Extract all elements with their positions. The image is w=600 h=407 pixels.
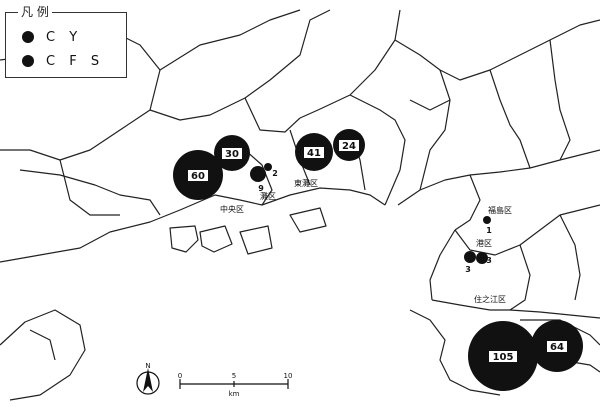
scale-unit: km	[229, 390, 240, 398]
legend-dot-icon	[22, 55, 34, 67]
scale-tick-0: 0	[178, 372, 182, 380]
legend-label-cy: C Y	[46, 29, 83, 45]
scale-labels: 0 5 10 km	[178, 372, 293, 398]
district-chuo: 中央区	[220, 204, 244, 214]
district-fukushima: 福島区	[488, 205, 512, 215]
circle-2	[264, 163, 272, 171]
label-30: 30	[225, 149, 239, 160]
scale-tick-5: 5	[232, 372, 236, 380]
label-64: 64	[550, 342, 564, 353]
legend-dot-icon	[22, 31, 34, 43]
legend-box: 凡 例 C Y C F S	[5, 4, 127, 78]
district-higashinada: 東灘区	[294, 178, 318, 188]
district-labels: 中央区 灘区 東灘区 福島区 港区 住之江区	[220, 178, 512, 304]
legend-item-cy: C Y	[22, 29, 82, 45]
label-60: 60	[191, 171, 205, 182]
district-suminoe: 住之江区	[474, 294, 506, 304]
scale-tick-10: 10	[284, 372, 293, 380]
north-arrow-needle	[143, 368, 153, 392]
label-2: 2	[272, 169, 278, 178]
district-minato: 港区	[476, 238, 492, 248]
circle-labels: 60 30 9 2 41 24 1 3 3 105 64	[188, 140, 567, 363]
symbol-circles	[173, 129, 583, 391]
legend-title: 凡 例	[18, 4, 52, 20]
label-41: 41	[307, 148, 321, 159]
north-label: N	[145, 362, 150, 370]
scale-bar	[179, 379, 289, 389]
circle-3a	[464, 251, 476, 263]
label-1: 1	[486, 226, 492, 235]
district-nada: 灘区	[260, 191, 276, 201]
label-105: 105	[493, 352, 514, 363]
circle-1	[483, 216, 491, 224]
label-3b: 3	[486, 256, 492, 265]
circle-3b	[476, 252, 488, 264]
legend-label-cfs: C F S	[46, 53, 105, 69]
legend-item-cfs: C F S	[22, 53, 104, 69]
north-arrow: N	[136, 362, 160, 395]
label-3a: 3	[465, 265, 471, 274]
circle-9	[250, 166, 266, 182]
label-24: 24	[342, 141, 356, 152]
label-9: 9	[258, 184, 264, 193]
